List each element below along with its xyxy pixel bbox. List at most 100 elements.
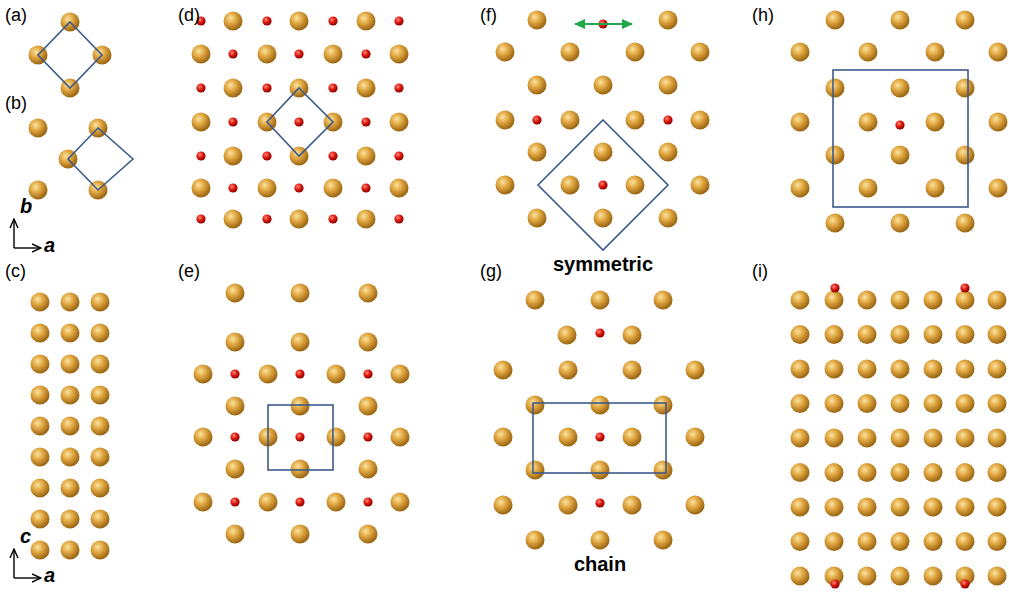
metal-atom <box>594 76 613 95</box>
oxygen-atom <box>363 497 372 506</box>
metal-atom <box>686 428 705 447</box>
oxygen-atom <box>196 214 205 223</box>
metal-atom <box>224 79 243 98</box>
metal-atom <box>91 541 110 560</box>
unit-cells <box>38 22 968 473</box>
oxygen-atom <box>595 432 604 441</box>
oxygen-atom <box>230 497 239 506</box>
oxygen-atom <box>228 49 237 58</box>
oxygen-atom <box>294 183 303 192</box>
axis-arrow <box>13 220 14 248</box>
metal-atom <box>324 45 343 64</box>
metal-atom <box>31 417 50 436</box>
metal-atom <box>989 179 1008 198</box>
metal-atom <box>626 176 645 195</box>
metal-atom <box>826 214 845 233</box>
metal-atom <box>259 493 278 512</box>
oxygen-atom <box>196 151 205 160</box>
metal-atom <box>494 361 513 380</box>
metal-atom <box>791 360 810 379</box>
metal-atom <box>61 479 80 498</box>
metal-atom <box>691 43 710 62</box>
metal-atom <box>988 394 1007 413</box>
metal-atom <box>659 209 678 228</box>
metal-atom <box>496 43 515 62</box>
metal-atom <box>224 210 243 229</box>
panel-label: (d) <box>178 6 200 24</box>
unit-cell <box>267 88 333 156</box>
metal-atom <box>496 176 515 195</box>
metal-atom <box>561 111 580 130</box>
unit-cell <box>268 405 333 470</box>
metal-atom <box>956 146 975 165</box>
oxygen-atom <box>328 83 337 92</box>
unit-cell <box>68 128 133 190</box>
metal-atom <box>192 45 211 64</box>
metal-atom <box>357 147 376 166</box>
metal-atom <box>526 531 545 550</box>
metal-atom <box>226 284 245 303</box>
metal-atom <box>956 360 975 379</box>
metal-atom <box>891 360 910 379</box>
metal-atom <box>791 394 810 413</box>
oxygen-atom <box>595 498 604 507</box>
metal-atom <box>528 209 547 228</box>
oxygen-atom <box>230 369 239 378</box>
metal-atom <box>61 355 80 374</box>
metal-atom <box>891 394 910 413</box>
oxygen-atom <box>394 151 403 160</box>
metal-atom <box>859 43 878 62</box>
metal-atom <box>528 76 547 95</box>
oxygen-atom <box>895 120 904 129</box>
metal-atom <box>559 496 578 515</box>
metal-atom <box>327 365 346 384</box>
oxygen-atom <box>328 151 337 160</box>
metal-atom <box>91 417 110 436</box>
metal-atom <box>989 43 1008 62</box>
metal-atom <box>791 567 810 586</box>
metal-atom <box>192 179 211 198</box>
metal-atom <box>623 428 642 447</box>
metal-atom <box>31 355 50 374</box>
metal-atom <box>924 291 943 310</box>
metal-atom <box>91 510 110 529</box>
metal-atom <box>659 76 678 95</box>
metal-atom <box>956 291 975 310</box>
metal-atom <box>357 12 376 31</box>
metal-atom <box>290 210 309 229</box>
oxygen-atom <box>394 83 403 92</box>
metal-atom <box>226 460 245 479</box>
metal-atom <box>594 209 613 228</box>
axis-label: b <box>20 196 32 216</box>
metal-atom <box>825 498 844 517</box>
metal-atom <box>591 291 610 310</box>
oxygen-atom <box>294 117 303 126</box>
metal-atom <box>691 111 710 130</box>
metal-atom <box>926 43 945 62</box>
metal-atom <box>791 179 810 198</box>
metal-atom <box>526 396 545 415</box>
metal-atom <box>194 493 213 512</box>
metal-atom <box>825 325 844 344</box>
structure-label: symmetric <box>553 254 653 274</box>
metal-atom <box>226 333 245 352</box>
panel-label: (f) <box>480 6 497 24</box>
metal-atom <box>988 463 1007 482</box>
metal-atom <box>924 567 943 586</box>
metal-atom <box>194 428 213 447</box>
oxygen-atom <box>228 183 237 192</box>
metal-atom <box>258 45 277 64</box>
metal-atom <box>359 397 378 416</box>
metal-atom <box>826 146 845 165</box>
metal-atom <box>391 493 410 512</box>
metal-atom <box>858 291 877 310</box>
metal-atom <box>224 12 243 31</box>
metal-atom <box>359 333 378 352</box>
metal-atom <box>891 79 910 98</box>
metal-atom <box>494 496 513 515</box>
panel-label: (g) <box>480 262 502 280</box>
metal-atom <box>290 12 309 31</box>
metal-atom <box>496 111 515 130</box>
metal-atom <box>558 326 577 345</box>
